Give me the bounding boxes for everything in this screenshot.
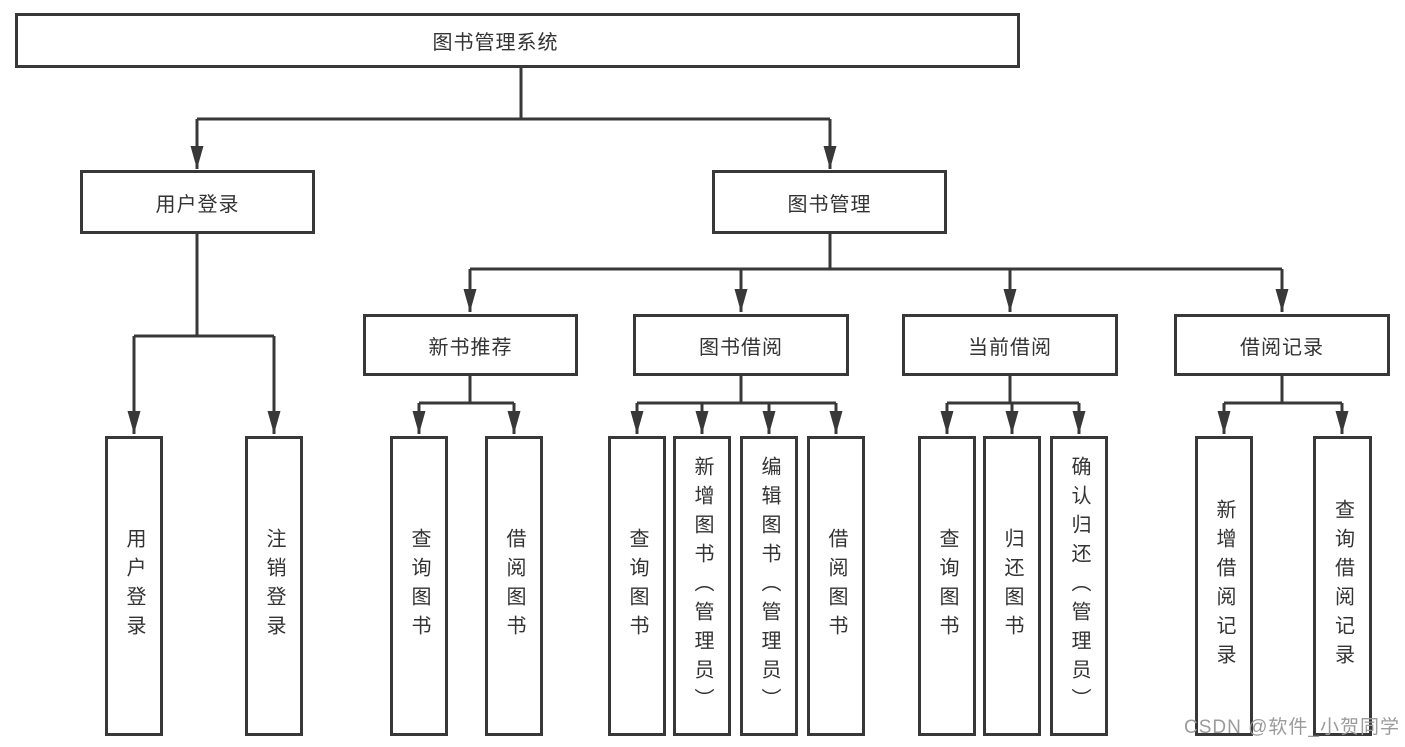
node-book-management: 图书管理 [712, 170, 947, 234]
leaf-return-books-label: 归还图书 [1001, 528, 1023, 644]
leaf-query-books-borrowing-label: 查询图书 [626, 528, 648, 644]
leaf-query-books-recommend-label: 查询图书 [408, 528, 430, 644]
leaf-edit-books-admin: 编辑图书（管理员） [740, 436, 798, 736]
leaf-add-books-admin-label: 新增图书（管理员） [691, 455, 713, 717]
leaf-user-login: 用户登录 [105, 436, 163, 736]
node-borrowing-records: 借阅记录 [1174, 314, 1390, 376]
leaf-query-books-borrowing: 查询图书 [608, 436, 666, 736]
leaf-add-borrow-record-label: 新增借阅记录 [1213, 499, 1235, 673]
csdn-watermark: CSDN @软件_小贺同学 [1184, 717, 1400, 738]
node-current-borrowing-label: 当前借阅 [968, 336, 1052, 359]
leaf-edit-books-admin-label: 编辑图书（管理员） [758, 455, 780, 717]
node-library-system: 图书管理系统 [15, 13, 1020, 68]
node-user-login-label: 用户登录 [155, 193, 240, 216]
leaf-query-books-current: 查询图书 [918, 436, 976, 736]
leaf-borrow-books-recommend: 借阅图书 [485, 436, 543, 736]
node-borrowing-records-label: 借阅记录 [1240, 336, 1324, 359]
leaf-confirm-return-admin: 确认归还（管理员） [1050, 436, 1108, 736]
leaf-logout-label: 注销登录 [263, 528, 285, 644]
leaf-query-books-recommend: 查询图书 [390, 436, 448, 736]
node-new-book-recommend-label: 新书推荐 [428, 336, 513, 359]
leaf-add-borrow-record: 新增借阅记录 [1195, 436, 1253, 736]
leaf-borrow-books: 借阅图书 [807, 436, 865, 736]
node-user-login: 用户登录 [80, 170, 315, 234]
node-book-borrowing: 图书借阅 [633, 314, 849, 376]
leaf-query-borrow-record-label: 查询借阅记录 [1331, 499, 1354, 673]
leaf-add-books-admin: 新增图书（管理员） [673, 436, 731, 736]
node-book-borrowing-label: 图书借阅 [699, 336, 783, 359]
leaf-query-books-current-label: 查询图书 [936, 528, 958, 644]
leaf-borrow-books-recommend-label: 借阅图书 [503, 528, 525, 644]
leaf-return-books: 归还图书 [983, 436, 1041, 736]
node-current-borrowing: 当前借阅 [902, 314, 1118, 376]
node-book-management-label: 图书管理 [787, 193, 872, 216]
node-new-book-recommend: 新书推荐 [363, 314, 578, 376]
leaf-logout: 注销登录 [245, 436, 303, 736]
node-library-system-label: 图书管理系统 [432, 32, 559, 54]
leaf-user-login-label: 用户登录 [123, 528, 145, 644]
leaf-confirm-return-admin-label: 确认归还（管理员） [1068, 455, 1090, 717]
leaf-query-borrow-record: 查询借阅记录 [1313, 436, 1372, 736]
leaf-borrow-books-label: 借阅图书 [825, 528, 847, 644]
